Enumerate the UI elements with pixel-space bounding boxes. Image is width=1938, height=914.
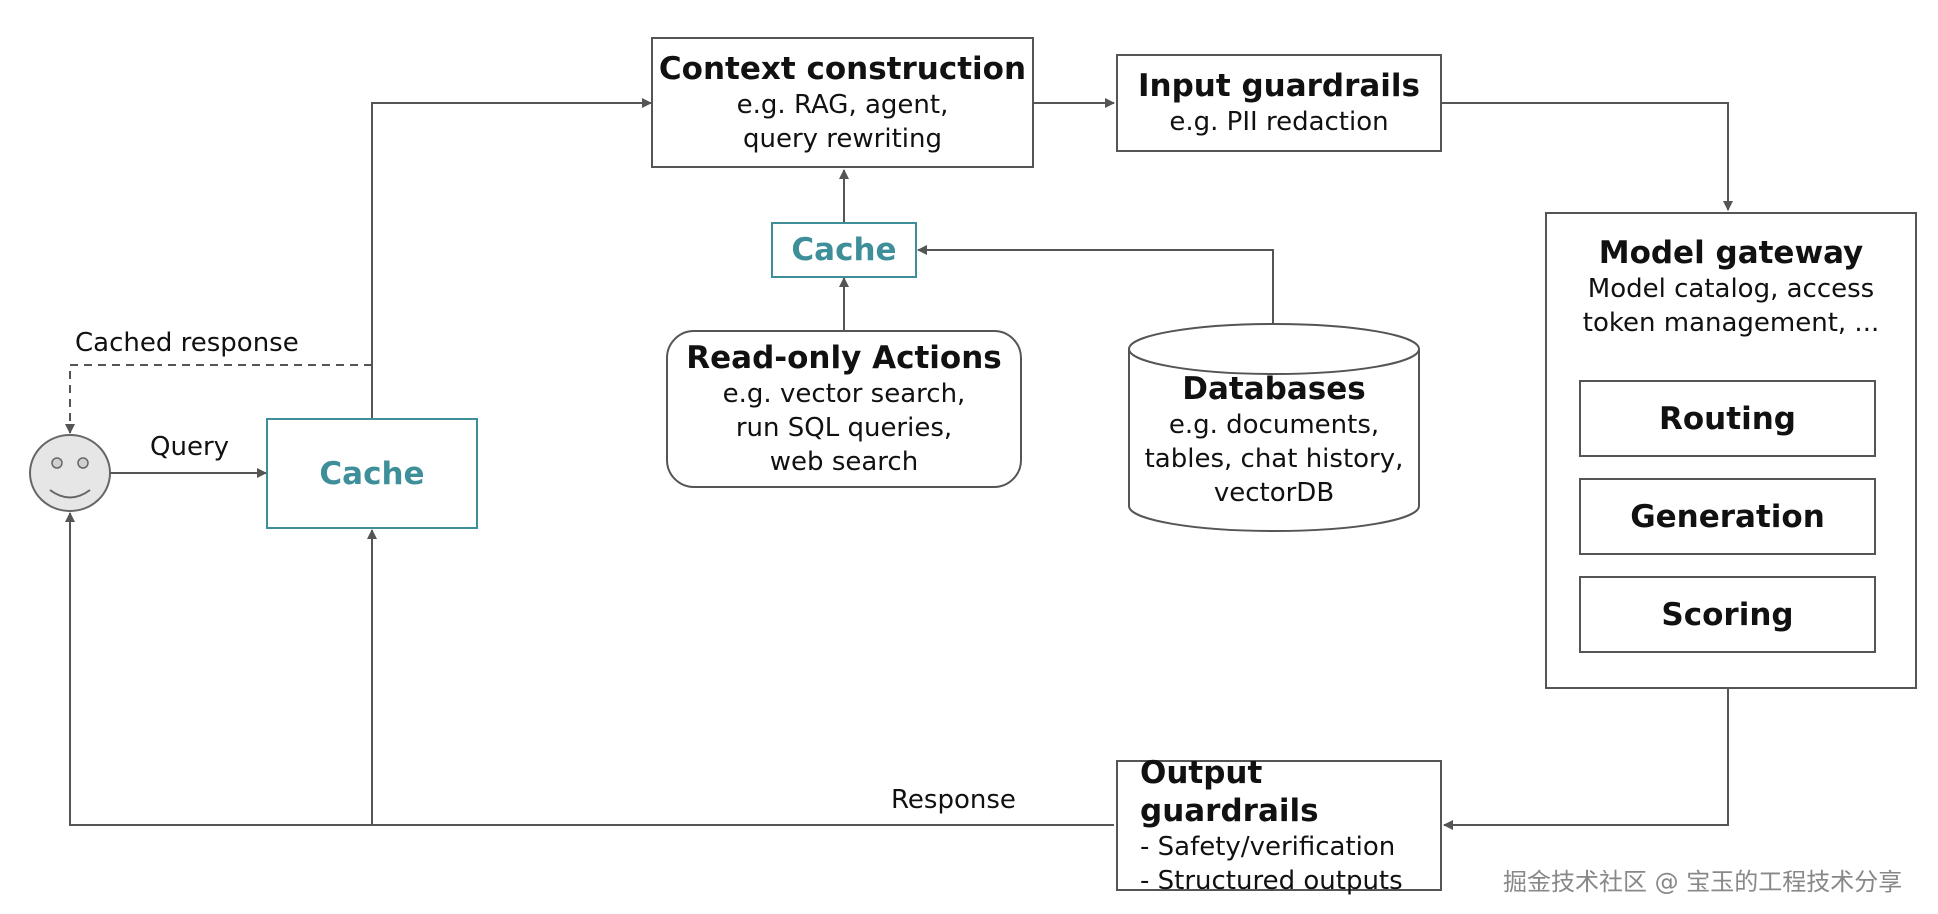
output-guardrails-line-1: - Safety/verification [1140, 831, 1396, 862]
edge-databases-to-cachemid [917, 245, 1274, 326]
edge-cache-to-context [371, 98, 652, 418]
readonly-actions-line-1: e.g. vector search, [722, 379, 966, 409]
databases-line-1: e.g. documents, [1168, 410, 1380, 440]
context-construction-title: Context construction [658, 50, 1027, 87]
databases-title: Databases [1182, 371, 1366, 407]
gateway-item-routing: Routing [1579, 380, 1876, 457]
gateway-item-generation: Generation [1579, 478, 1876, 555]
cache-main-box: Cache [266, 418, 478, 529]
input-guardrails-title: Input guardrails [1137, 68, 1421, 104]
databases-text: Databases e.g. documents, tables, chat h… [1129, 370, 1419, 510]
databases-line-2: tables, chat history, [1144, 444, 1404, 474]
databases-cylinder [1128, 323, 1420, 532]
output-guardrails-title: Output guardrails [1140, 754, 1319, 829]
output-guardrails-box: Output guardrails - Safety/verification … [1116, 755, 1442, 896]
readonly-actions-line-2: run SQL queries, [735, 413, 953, 443]
readonly-actions-title: Read-only Actions [686, 340, 1002, 376]
readonly-actions-box: Read-only Actions e.g. vector search, ru… [666, 330, 1022, 488]
model-gateway-line-1: Model catalog, access [1587, 274, 1875, 304]
label-query: Query [150, 432, 230, 462]
databases-line-3: vectorDB [1213, 478, 1335, 508]
watermark: 掘金技术社区 @ 宝玉的工程技术分享 [1503, 868, 1903, 896]
model-gateway-title: Model gateway [1598, 235, 1864, 271]
input-guardrails-box: Input guardrails e.g. PII redaction [1116, 54, 1442, 152]
edge-cached-response [65, 364, 372, 434]
gateway-item-scoring: Scoring [1579, 576, 1876, 653]
edge-input-to-gateway [1440, 102, 1733, 211]
label-response: Response [891, 785, 1016, 815]
edge-gateway-to-output [1443, 689, 1729, 830]
context-construction-line-2: query rewriting [742, 123, 942, 154]
gateway-item-generation-label: Generation [1630, 498, 1825, 535]
label-cached-response: Cached response [75, 328, 299, 358]
context-construction-box: Context construction e.g. RAG, agent, qu… [651, 37, 1034, 168]
user-face-icon [29, 434, 111, 512]
readonly-actions-line-3: web search [769, 447, 919, 477]
gateway-item-routing-label: Routing [1659, 400, 1796, 437]
context-construction-line-1: e.g. RAG, agent, [736, 89, 949, 120]
cache-mid-box: Cache [771, 222, 917, 278]
model-gateway-line-2: token management, ... [1582, 308, 1880, 338]
cache-mid-title: Cache [791, 232, 897, 268]
cache-main-title: Cache [319, 455, 425, 492]
gateway-item-scoring-label: Scoring [1661, 596, 1794, 633]
input-guardrails-line-1: e.g. PII redaction [1169, 107, 1389, 137]
edge-response [65, 512, 1114, 826]
output-guardrails-line-2: - Structured outputs [1140, 865, 1403, 896]
